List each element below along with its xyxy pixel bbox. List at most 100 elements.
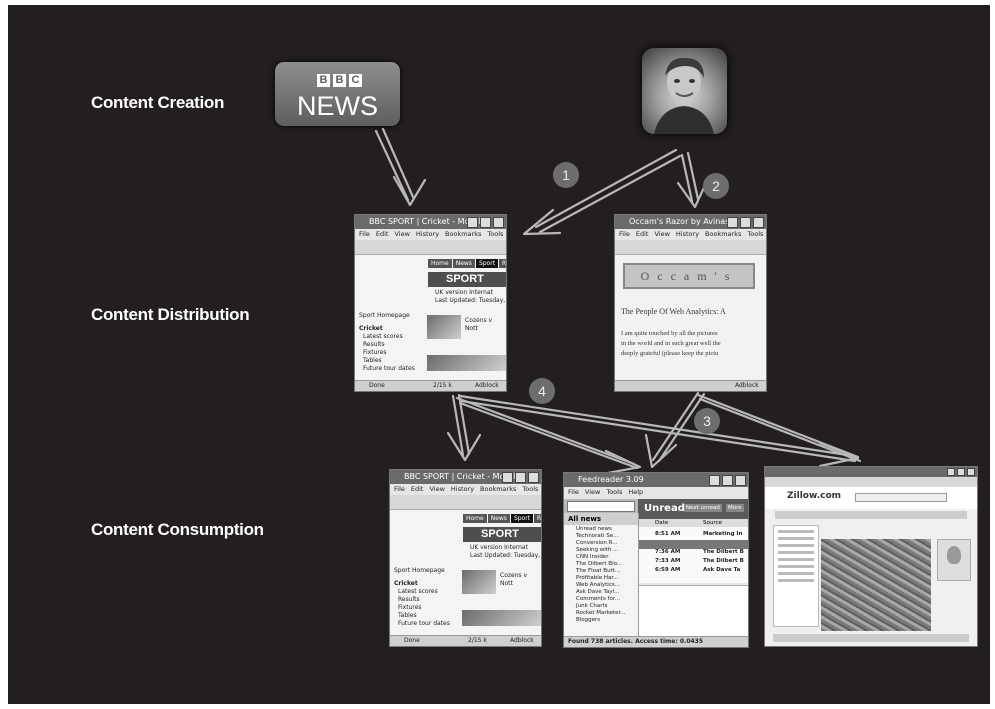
feed-item[interactable]: Profitable Har... xyxy=(576,575,619,581)
menu-file[interactable]: File xyxy=(359,230,370,238)
menu-edit[interactable]: Edit xyxy=(410,485,424,493)
feed-item[interactable]: Ask Dave Tayl... xyxy=(576,589,620,595)
close-icon[interactable] xyxy=(735,475,746,486)
feed-item[interactable]: The Float Butt... xyxy=(576,568,621,574)
menu-file[interactable]: File xyxy=(394,485,405,493)
close-icon[interactable] xyxy=(967,468,975,476)
feed-item[interactable]: Seeking with ... xyxy=(576,547,619,553)
maximize-icon[interactable] xyxy=(480,217,491,228)
nav-future-tour-dates[interactable]: Future tour dates xyxy=(398,620,450,627)
zillow-logo[interactable]: Zillow.com xyxy=(787,491,842,501)
nav-sport-homepage[interactable]: Sport Homepage xyxy=(394,567,445,574)
menu-help[interactable]: Help xyxy=(628,488,644,496)
tab-r[interactable]: R xyxy=(534,514,541,523)
nav-tables[interactable]: Tables xyxy=(363,357,382,364)
menu-bar: File Edit View History Bookmarks Tools xyxy=(615,229,766,240)
tab-r[interactable]: R xyxy=(499,259,506,268)
feed-item[interactable]: Junk Charts xyxy=(576,603,608,609)
column-date[interactable]: Date xyxy=(655,520,669,526)
feed-item[interactable]: Technorati Se... xyxy=(576,533,619,539)
menu-tools[interactable]: Tools xyxy=(522,485,539,493)
menu-history[interactable]: History xyxy=(415,230,440,238)
blog-headline[interactable]: The People Of Web Analytics: A xyxy=(621,307,726,316)
feed-item[interactable]: CNN Insider xyxy=(576,554,609,560)
nav-results[interactable]: Results xyxy=(398,596,420,603)
menu-bookmarks[interactable]: Bookmarks xyxy=(445,230,482,238)
edition-intl[interactable]: Internat xyxy=(504,544,528,551)
zillow-search-input[interactable] xyxy=(855,493,947,502)
minimize-icon[interactable] xyxy=(947,468,955,476)
edition-uk[interactable]: UK version xyxy=(435,289,468,296)
sport-nav: Sport Homepage Cricket Latest scores Res… xyxy=(359,312,415,373)
feed-item[interactable]: The Dilbert Blo... xyxy=(576,561,623,567)
feed-item[interactable]: Comments for... xyxy=(576,596,620,602)
menu-bookmarks[interactable]: Bookmarks xyxy=(705,230,742,238)
tab-sport[interactable]: Sport xyxy=(475,259,499,268)
nav-latest-scores[interactable]: Latest scores xyxy=(363,333,403,340)
feed-item[interactable]: Bloggers xyxy=(576,617,601,623)
maximize-icon[interactable] xyxy=(957,468,965,476)
menu-edit[interactable]: Edit xyxy=(635,230,649,238)
menu-tools[interactable]: Tools xyxy=(606,488,623,496)
menu-edit[interactable]: Edit xyxy=(375,230,389,238)
feed-item[interactable]: Conversion R... xyxy=(576,540,618,546)
nav-cricket[interactable]: Cricket xyxy=(359,325,383,332)
story-headline[interactable]: Cozens v Nott xyxy=(465,317,493,332)
close-icon[interactable] xyxy=(493,217,504,228)
minimize-icon[interactable] xyxy=(727,217,738,228)
more-button[interactable]: More xyxy=(726,504,744,512)
feed-item[interactable]: Unread news xyxy=(576,526,612,532)
minimize-icon[interactable] xyxy=(467,217,478,228)
maximize-icon[interactable] xyxy=(740,217,751,228)
tab-home[interactable]: Home xyxy=(463,514,487,523)
menu-tools[interactable]: Tools xyxy=(747,230,764,238)
story-headline[interactable]: Cozens v Nott xyxy=(500,572,528,587)
menu-view[interactable]: View xyxy=(429,485,445,493)
nav-future-tour-dates[interactable]: Future tour dates xyxy=(363,365,415,372)
menu-bookmarks[interactable]: Bookmarks xyxy=(480,485,517,493)
nav-sport-homepage[interactable]: Sport Homepage xyxy=(359,312,410,319)
menu-tools[interactable]: Tools xyxy=(487,230,504,238)
menu-file[interactable]: File xyxy=(568,488,579,496)
all-news-header[interactable]: All news xyxy=(564,513,638,525)
maximize-icon[interactable] xyxy=(722,475,733,486)
tab-news[interactable]: News xyxy=(452,259,475,268)
feed-item[interactable]: Web Analytics... xyxy=(576,582,620,588)
nav-fixtures[interactable]: Fixtures xyxy=(398,604,422,611)
menu-file[interactable]: File xyxy=(619,230,630,238)
minimize-icon[interactable] xyxy=(709,475,720,486)
edition-intl[interactable]: Internat xyxy=(469,289,493,296)
menu-view[interactable]: View xyxy=(654,230,670,238)
menu-view[interactable]: View xyxy=(394,230,410,238)
arrow-blog-to-zillow xyxy=(696,393,862,463)
article-row-selected[interactable] xyxy=(639,540,748,549)
menu-history[interactable]: History xyxy=(675,230,700,238)
nav-latest-scores[interactable]: Latest scores xyxy=(398,588,438,595)
next-unread-button[interactable]: Next unread xyxy=(684,504,722,512)
feed-item[interactable]: Rocket Marketer... xyxy=(576,610,626,616)
close-icon[interactable] xyxy=(753,217,764,228)
nav-tables[interactable]: Tables xyxy=(398,612,417,619)
tab-home[interactable]: Home xyxy=(428,259,452,268)
column-source[interactable]: Source xyxy=(703,520,722,526)
nav-fixtures[interactable]: Fixtures xyxy=(363,349,387,356)
tab-sport[interactable]: Sport xyxy=(510,514,534,523)
menu-history[interactable]: History xyxy=(450,485,475,493)
zillow-map[interactable] xyxy=(821,539,931,631)
nav-results[interactable]: Results xyxy=(363,341,385,348)
nav-cricket[interactable]: Cricket xyxy=(394,580,418,587)
minimize-icon[interactable] xyxy=(502,472,513,483)
menu-view[interactable]: View xyxy=(584,488,601,496)
tab-news[interactable]: News xyxy=(487,514,510,523)
maximize-icon[interactable] xyxy=(515,472,526,483)
edition-uk[interactable]: UK version xyxy=(470,544,503,551)
close-icon[interactable] xyxy=(528,472,539,483)
column-headers: Date Source xyxy=(639,519,748,527)
search-input[interactable] xyxy=(567,501,635,512)
